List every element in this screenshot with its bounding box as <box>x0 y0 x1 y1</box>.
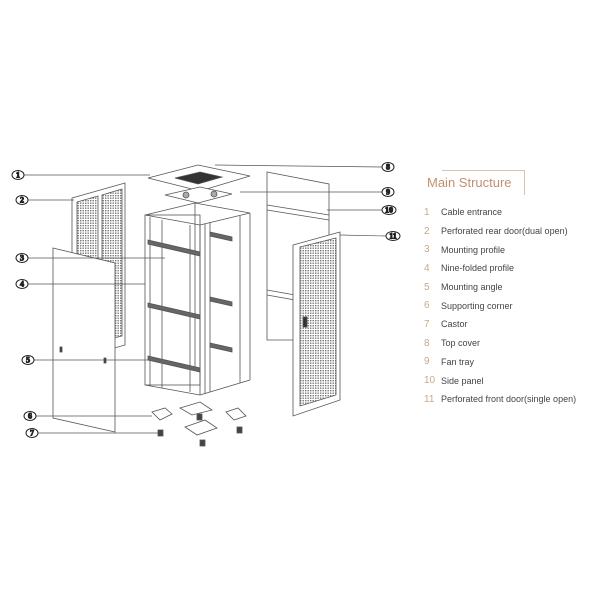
callout-1: 1 <box>11 170 25 180</box>
fan-tray <box>164 186 233 204</box>
legend-title: Main Structure <box>427 175 512 190</box>
svg-text:7: 7 <box>30 429 34 438</box>
svg-text:3: 3 <box>20 254 24 263</box>
front-door <box>292 231 341 417</box>
callout-8: 8 <box>381 162 395 172</box>
svg-text:9: 9 <box>386 188 390 197</box>
callout-10: 10 <box>381 205 397 215</box>
callout-2: 2 <box>15 195 29 205</box>
legend-title-box: Main Structure <box>420 168 525 195</box>
svg-text:11: 11 <box>389 232 397 241</box>
top-cover <box>147 164 251 192</box>
svg-text:8: 8 <box>386 163 390 172</box>
mounting-profiles <box>147 231 233 373</box>
svg-text:1: 1 <box>16 171 20 180</box>
svg-text:5: 5 <box>26 356 30 365</box>
castors <box>157 413 243 447</box>
svg-text:10: 10 <box>385 206 393 215</box>
callout-11: 11 <box>385 231 401 241</box>
callout-5: 5 <box>21 355 35 365</box>
callout-3: 3 <box>15 253 29 263</box>
callout-7: 7 <box>25 428 39 438</box>
callout-9: 9 <box>381 187 395 197</box>
svg-text:4: 4 <box>20 280 24 289</box>
left-side-door <box>52 247 116 433</box>
svg-text:6: 6 <box>28 412 32 421</box>
rack-frame <box>144 202 251 396</box>
leader-lines <box>24 164 387 434</box>
callout-4: 4 <box>15 279 29 289</box>
callout-6: 6 <box>23 411 37 421</box>
supporting-corners <box>151 401 247 436</box>
svg-text:2: 2 <box>20 196 24 205</box>
